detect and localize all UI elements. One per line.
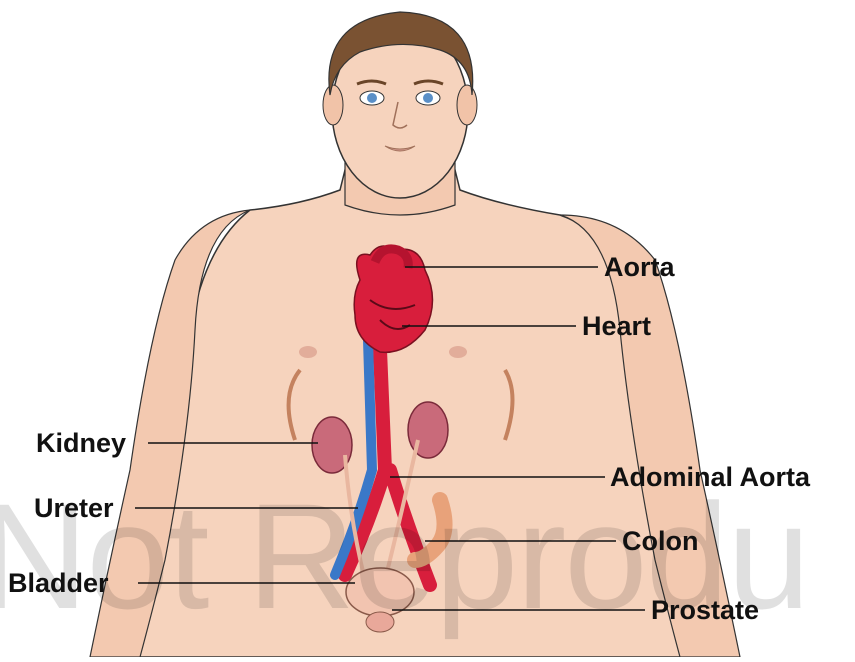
left-iris [367,93,377,103]
label-abdominal-aorta: Adominal Aorta [610,464,810,491]
label-kidney: Kidney [36,430,126,457]
left-nipple [299,346,317,358]
label-ureter: Ureter [34,495,114,522]
label-aorta: Aorta [604,254,675,281]
right-nipple [449,346,467,358]
label-prostate: Prostate [651,597,759,624]
left-ear [323,85,343,125]
label-colon: Colon [622,528,698,555]
right-iris [423,93,433,103]
label-heart: Heart [582,313,651,340]
label-bladder: Bladder [8,570,109,597]
right-ear [457,85,477,125]
